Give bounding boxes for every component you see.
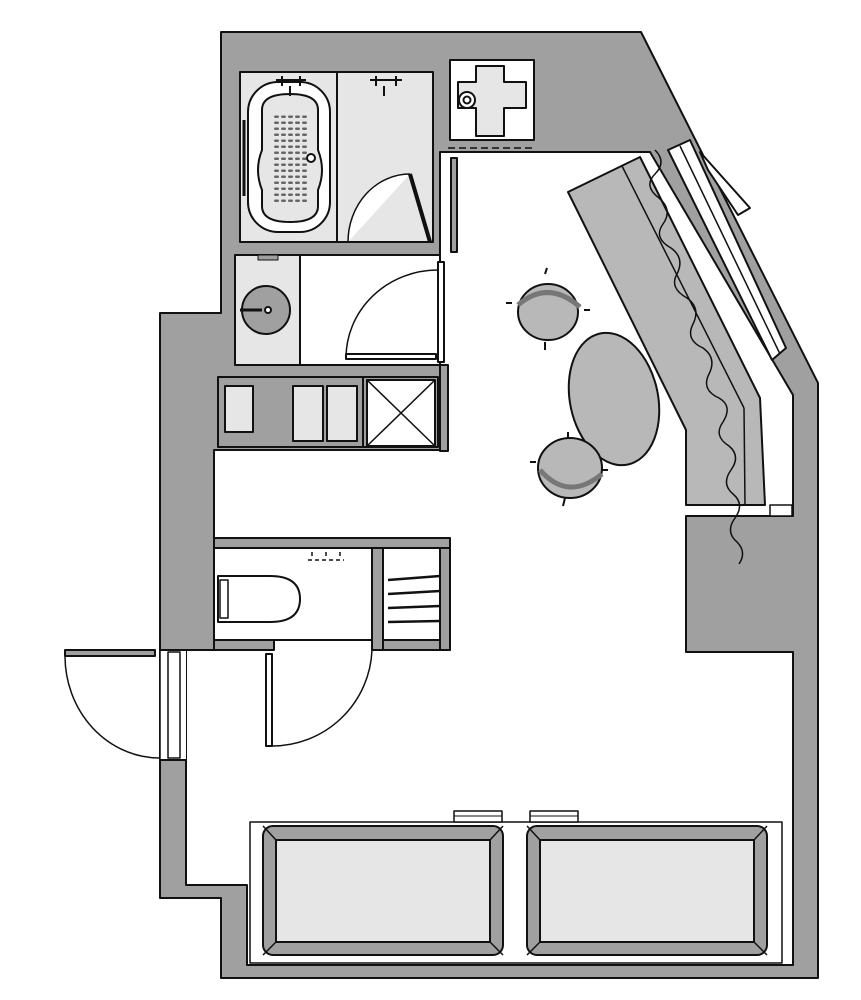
toilet <box>217 575 301 623</box>
chair <box>506 267 590 350</box>
bath-drain <box>306 153 316 163</box>
counter <box>567 156 766 506</box>
wall <box>213 639 275 651</box>
bathtub-mat <box>272 112 308 202</box>
toilet-door-swing <box>271 649 373 747</box>
shower-door-swing <box>347 173 411 243</box>
wall <box>213 537 451 549</box>
window-blind <box>699 151 751 216</box>
shower-faucet-icon <box>370 76 402 96</box>
toilet-paper <box>308 552 344 561</box>
washroom-door-swing <box>345 269 439 359</box>
bath-faucet-icon <box>276 76 306 96</box>
bed <box>526 825 768 956</box>
hangers <box>387 574 441 624</box>
bed <box>262 825 504 956</box>
chair <box>530 432 608 507</box>
entrance-door[interactable] <box>64 649 156 657</box>
toilet-tank <box>219 579 229 619</box>
kitchen-sink <box>457 65 527 137</box>
bathroom-partition <box>450 157 458 253</box>
dining-table <box>567 331 661 467</box>
wall <box>439 547 451 651</box>
wall <box>371 547 384 651</box>
washroom-door[interactable] <box>345 353 437 360</box>
shower-door[interactable] <box>408 173 432 243</box>
entrance-door-swing <box>64 655 161 759</box>
curtain <box>649 149 744 565</box>
washroom-partition <box>437 261 445 363</box>
toilet-door[interactable] <box>265 653 273 747</box>
